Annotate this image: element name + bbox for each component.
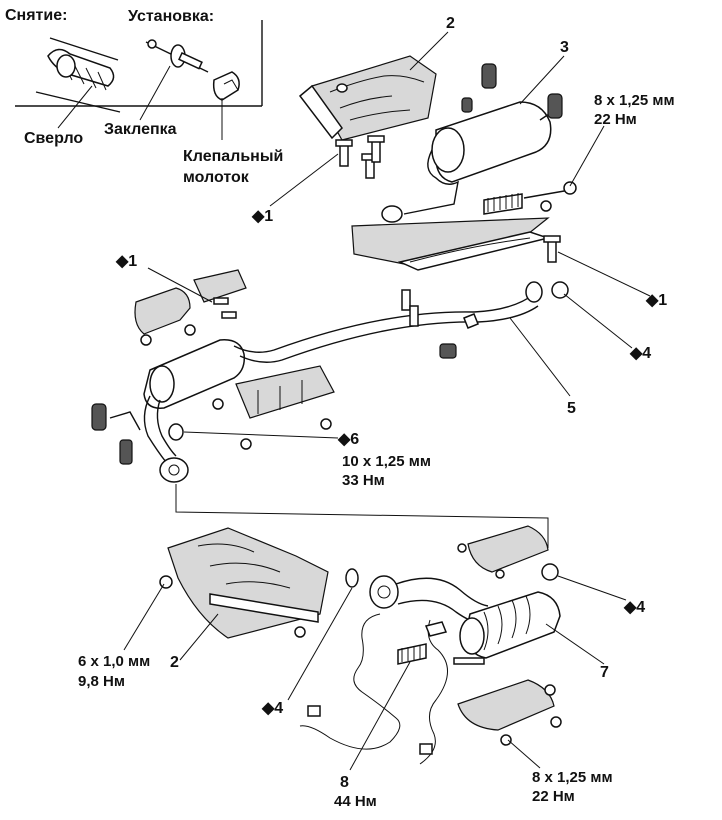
callout-5: 5 [567, 400, 576, 417]
torque-lower-left-value: 9,8 Нм [78, 673, 125, 690]
callout-8: 8 [340, 774, 349, 791]
torque-lower-left-size: 6 x 1,0 мм [78, 653, 150, 670]
install-label: Установка: [128, 8, 214, 25]
callout-2-bottom: 2 [170, 654, 179, 671]
drill-icon [35, 37, 121, 113]
middle-lower-shield [212, 365, 335, 450]
diamond-1-mid-left: ◆1 [115, 253, 137, 270]
riveter-icon [212, 71, 240, 101]
callout-2-top: 2 [446, 15, 455, 32]
torque-top-right-value: 22 Нм [594, 111, 637, 128]
torque-d6-value: 33 Нм [342, 472, 385, 489]
rivet-label: Заклепка [104, 121, 177, 138]
torque-bottom-right-size: 8 x 1,25 мм [532, 769, 613, 786]
lower-heat-shield [159, 527, 329, 639]
spring-bolt-assembly [483, 181, 577, 215]
rear-muffler [381, 101, 559, 223]
torque-d6-size: 10 x 1,25 мм [342, 453, 431, 470]
torque-top-right-size: 8 x 1,25 мм [594, 92, 675, 109]
middle-heat-shield [351, 217, 561, 271]
riveter-label-line1: Клепальный [183, 148, 283, 165]
front-pipe-catalytic [345, 525, 562, 746]
diamond-6: ◆6 [337, 431, 359, 448]
removal-label: Снятие: [5, 7, 67, 24]
spring-bolt-8 [397, 643, 485, 665]
rivet-icon [145, 39, 209, 73]
upper-shield-bolts [335, 135, 385, 179]
left-hangers [91, 403, 184, 465]
rubber-hangers-top [461, 63, 563, 119]
diamond-4-lower-right: ◆4 [623, 599, 645, 616]
diamond-4-right: ◆4 [629, 345, 651, 362]
torque-bottom-right-value: 22 Нм [532, 788, 575, 805]
callout-3: 3 [560, 39, 569, 56]
riveter-label-line2: молоток [183, 169, 250, 186]
callout-7: 7 [600, 664, 609, 681]
middle-pipe-assembly [143, 281, 569, 483]
left-brackets [134, 269, 247, 346]
drill-label: Сверло [24, 130, 83, 147]
rivet-inset [15, 20, 263, 140]
diamond-1-right: ◆1 [645, 292, 667, 309]
pipe-hangers-mid [401, 289, 479, 359]
diamond-1-upper-left: ◆1 [251, 208, 273, 225]
diamond-4-bottom: ◆4 [261, 700, 283, 717]
oxygen-sensor-wiring [299, 613, 448, 765]
upper-heat-shield [298, 55, 437, 141]
torque-n8-value: 44 Нм [334, 793, 377, 810]
